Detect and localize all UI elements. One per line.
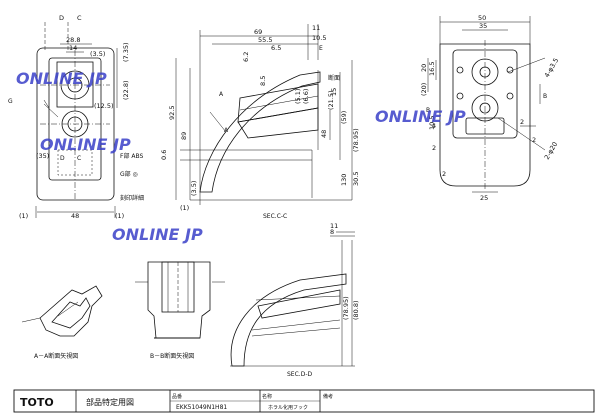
dd-title: SEC.D-D: [287, 371, 312, 378]
title-block-frame: [13, 389, 595, 413]
cc-label-section: 断面: [328, 74, 340, 82]
name-label: 名称: [262, 393, 272, 400]
cc-dim-69: 69: [254, 28, 262, 36]
rv-dim-2-phi-20: 2-φ20: [543, 141, 559, 161]
cc-dim-3-5: (3.5): [190, 181, 198, 196]
front-dim-22-8: (22.8): [122, 80, 130, 100]
cc-dim-15: 15: [330, 88, 338, 96]
dd-dim-80-8: (80.8): [352, 300, 360, 320]
cc-dim-10-5: 10.5: [312, 34, 326, 42]
rv-dim-2-a: 2: [432, 144, 436, 152]
cc-dim-6-2: 6.2: [242, 52, 250, 62]
section-aa-view: [21, 285, 103, 337]
cc-dim-92-5: 92.5: [168, 106, 176, 120]
front-dim-1-left: (1): [19, 212, 28, 220]
watermark-3: ONLINE JP: [375, 107, 466, 126]
bottom-views-labels: A－A断面矢視図 B－B断面矢視図 SEC.D-D 11 8 (78.95) (…: [34, 222, 360, 378]
rv-dim-2-d: 2: [442, 170, 446, 178]
dd-dim-78-95: (78.95): [342, 296, 350, 320]
rv-dim-4: 4: [432, 122, 436, 130]
cc-dim-1: (1): [180, 204, 189, 212]
watermarks: ONLINE JP ONLINE JP ONLINE JP ONLINE JP: [16, 69, 466, 244]
front-material-g: G部 ◎: [120, 170, 138, 178]
right-view: [427, 16, 546, 193]
rv-dim-25: 25: [480, 194, 488, 202]
front-dim-1-right: (1): [115, 212, 124, 220]
remarks-label: 備考: [323, 393, 333, 400]
section-bb-view: [135, 261, 225, 339]
front-dim-d: D: [59, 14, 64, 22]
watermark-1: ONLINE JP: [16, 69, 107, 88]
front-dim-28-8: 28.8: [66, 36, 80, 44]
bb-title: B－B断面矢視図: [150, 352, 194, 360]
cc-dim-59: (59): [340, 111, 348, 124]
section-cc-labels: 69 55.5 11 10.5 6.5 6.2 E 8.5 (5.1) (6.6…: [160, 24, 360, 220]
cc-dim-78-95: (78.95): [352, 128, 360, 152]
rv-dim-4-phi-3-5: 4-φ3.5: [543, 57, 560, 79]
front-dim-35: (35): [36, 152, 49, 160]
front-material-f: F部 ABS: [120, 152, 143, 160]
section-cc-view: [175, 24, 353, 205]
rv-dim-2-c: 2: [532, 136, 536, 144]
cc-dim-89: 89: [180, 132, 188, 140]
rv-dim-20: 20: [420, 64, 428, 72]
cc-dim-5-1: (5.1): [294, 89, 302, 104]
front-label-d: D: [60, 155, 65, 162]
part-no: EKK51049N1H81: [176, 404, 227, 411]
cc-dim-130: 130: [340, 174, 348, 186]
rv-dim-50: 50: [478, 14, 486, 22]
part-no-label: 品番: [172, 393, 182, 400]
cc-dim-8-5: 8.5: [259, 76, 267, 86]
rv-section-mark-b-left: B: [426, 107, 430, 114]
watermark-2: ONLINE JP: [40, 135, 131, 154]
brand-logo: TOTO: [20, 396, 54, 409]
rv-dim-16-5: 16.5: [428, 62, 436, 76]
rv-dim-20-paren: (20): [420, 83, 428, 96]
front-label-g: G: [8, 98, 13, 105]
cc-dim-48: 48: [320, 130, 328, 138]
cc-dim-30-5: 30.5: [352, 172, 360, 186]
part-name: ホラル化用フック: [268, 404, 308, 411]
front-dim-48: 48: [71, 212, 79, 220]
cc-dim-0-6: 0.6: [160, 150, 168, 160]
cc-label-e: E: [319, 45, 323, 52]
cc-dim-6-5: 6.5: [271, 44, 281, 52]
front-dim-14: 14: [69, 44, 77, 52]
dd-dim-11: 11: [330, 222, 338, 230]
cc-section-mark-a-bottom: A: [224, 127, 229, 134]
rv-dim-2-b: 2: [520, 118, 524, 126]
doc-type: 部品特定用図: [86, 397, 134, 407]
section-dd-view: [230, 231, 355, 367]
front-dim-12-5: (12.5): [94, 102, 114, 110]
watermark-4: ONLINE JP: [112, 225, 203, 244]
rv-section-mark-b-right: B: [543, 93, 547, 100]
aa-title: A－A断面矢視図: [34, 352, 78, 360]
front-view-labels: D C 28.8 14 (3.5) (12.5) (35) (1) 48 (1)…: [8, 14, 144, 220]
rv-dim-35: 35: [479, 22, 487, 30]
cc-dim-6-6: (6.6): [302, 89, 310, 104]
dd-dim-8: 8: [330, 228, 334, 236]
front-label-c: C: [77, 155, 81, 162]
cc-title: SEC.C-C: [263, 213, 287, 220]
front-stamp-detail: 刻印詳細: [120, 194, 144, 202]
cc-dim-55-5: 55.5: [258, 36, 272, 44]
front-dim-c: C: [77, 14, 82, 22]
front-dim-3-5: (3.5): [90, 50, 105, 58]
cc-section-mark-a-top: A: [219, 91, 224, 98]
rv-dim-10-5: 10.5: [428, 116, 436, 130]
cc-dim-21-5: (21.5): [327, 90, 335, 110]
cc-dim-11: 11: [312, 24, 320, 32]
front-dim-7-35: (7.35): [122, 42, 130, 62]
front-view: [35, 22, 118, 218]
title-block: TOTO 部品特定用図 品番 EKK51049N1H81 名称 ホラル化用フック…: [20, 393, 333, 411]
